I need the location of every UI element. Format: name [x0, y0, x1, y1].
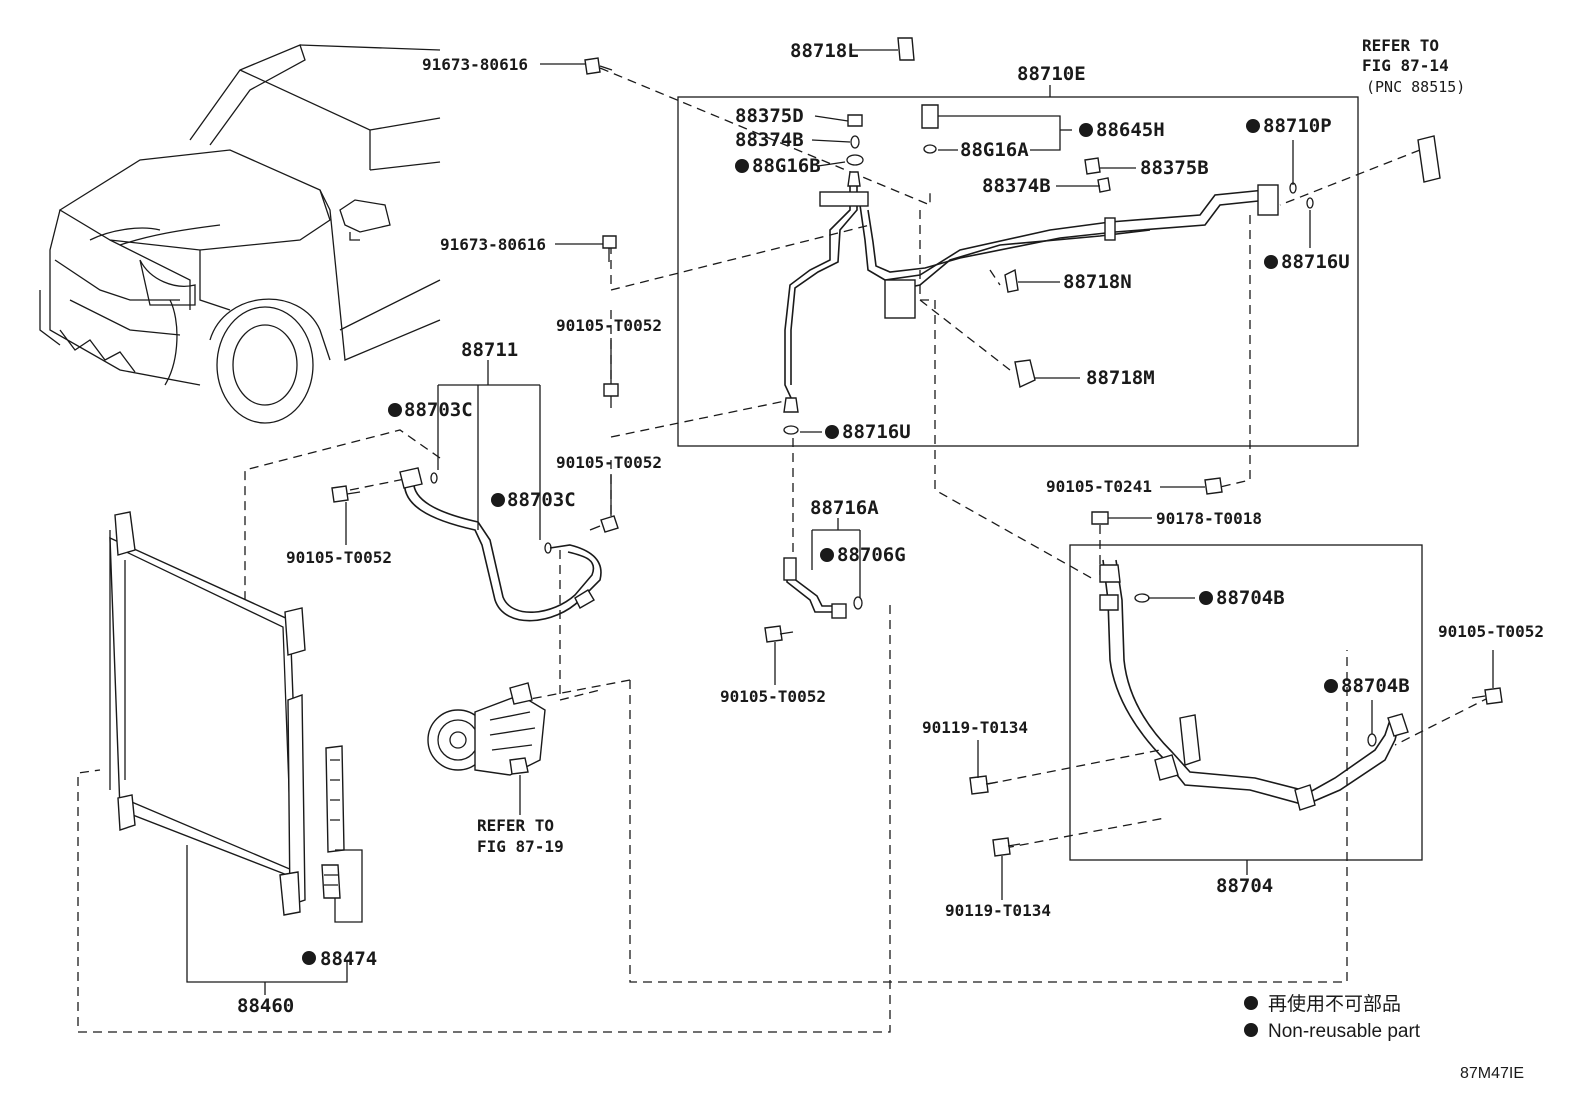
refer-note-bottom: REFER TO FIG 87-19: [477, 816, 564, 856]
legend-dot-2: [1244, 1023, 1258, 1037]
callout-90119-T0134-bottom: 90119-T0134: [945, 901, 1051, 920]
callout-90105-T0052-b: 90105-T0052: [556, 453, 662, 472]
callout-90105-T0052-c: 90105-T0052: [286, 548, 392, 567]
refer-top-line1: REFER TO: [1362, 36, 1439, 55]
legend-dot-1: [1244, 996, 1258, 1010]
callout-88718N: 88718N: [1063, 271, 1132, 293]
hose-88704: [1099, 559, 1409, 811]
filter-88474: [321, 745, 345, 899]
callout-88706G: 88706G: [837, 544, 906, 566]
vehicle-illustration: [39, 44, 441, 424]
callout-88718L: 88718L: [790, 40, 859, 62]
callout-88375B: 88375B: [1140, 157, 1209, 179]
non-reusable-markers: [302, 119, 1338, 965]
refer-top-line2: FIG 87-14: [1362, 56, 1449, 75]
callout-88G16A: 88G16A: [960, 139, 1029, 161]
fasteners: [331, 37, 1503, 857]
compressor: [427, 682, 546, 776]
callout-88374B-right: 88374B: [982, 175, 1051, 197]
callout-90119-T0134-top: 90119-T0134: [922, 718, 1028, 737]
pipe-88710E: [783, 171, 1279, 413]
callout-88703C-top: 88703C: [404, 399, 473, 421]
callout-88716U-right: 88716U: [1281, 251, 1350, 273]
assembly-box-88710E: [677, 96, 1359, 447]
callout-88716A: 88716A: [810, 497, 879, 519]
callout-90105-T0241: 90105-T0241: [1046, 477, 1152, 496]
assembly-box-88704: [1069, 544, 1423, 861]
callout-88703C-bottom: 88703C: [507, 489, 576, 511]
figure-code: 87M47IE: [1460, 1065, 1524, 1082]
callout-88374B-left: 88374B: [735, 129, 804, 151]
callout-88474: 88474: [320, 948, 377, 970]
legend-text-japanese: 再使用不可部品: [1268, 993, 1401, 1015]
callout-90105-T0052-a: 90105-T0052: [556, 316, 662, 335]
callout-88G16B: 88G16B: [752, 155, 821, 177]
callout-91673-80616-top: 91673-80616: [422, 55, 528, 74]
callout-88711: 88711: [461, 339, 518, 361]
callout-88704: 88704: [1216, 875, 1273, 897]
callout-90105-T0052-d: 90105-T0052: [720, 687, 826, 706]
callout-88716U-left: 88716U: [842, 421, 911, 443]
condenser-88460: [109, 511, 306, 916]
refer-bottom-line2: FIG 87-19: [477, 837, 564, 856]
callout-labels: 88718L 91673-80616 88710E 88375D 88374B …: [237, 40, 1544, 1017]
legend: 再使用不可部品 Non-reusable part: [1244, 993, 1421, 1042]
refer-bottom-line1: REFER TO: [477, 816, 554, 835]
callout-88460: 88460: [237, 995, 294, 1017]
callout-90178-T0018: 90178-T0018: [1156, 509, 1262, 528]
callout-88645H: 88645H: [1096, 119, 1165, 141]
callout-88718M: 88718M: [1086, 367, 1155, 389]
refer-note-top: REFER TO FIG 87-14 (PNC 88515): [1362, 36, 1465, 96]
legend-text-english: Non-reusable part: [1268, 1021, 1421, 1042]
hose-88711: [399, 467, 602, 622]
callout-90105-T0052-e: 90105-T0052: [1438, 622, 1544, 641]
callout-91673-80616-mid: 91673-80616: [440, 235, 546, 254]
callout-88704B-top: 88704B: [1216, 587, 1285, 609]
refer-top-line3: (PNC 88515): [1366, 78, 1465, 96]
callout-88704B-right: 88704B: [1341, 675, 1410, 697]
tube-88716A: [783, 557, 847, 619]
callout-88710E: 88710E: [1017, 63, 1086, 85]
callout-88710P: 88710P: [1263, 115, 1332, 137]
leader-lines: [186, 49, 1494, 995]
callout-88375D: 88375D: [735, 105, 804, 127]
